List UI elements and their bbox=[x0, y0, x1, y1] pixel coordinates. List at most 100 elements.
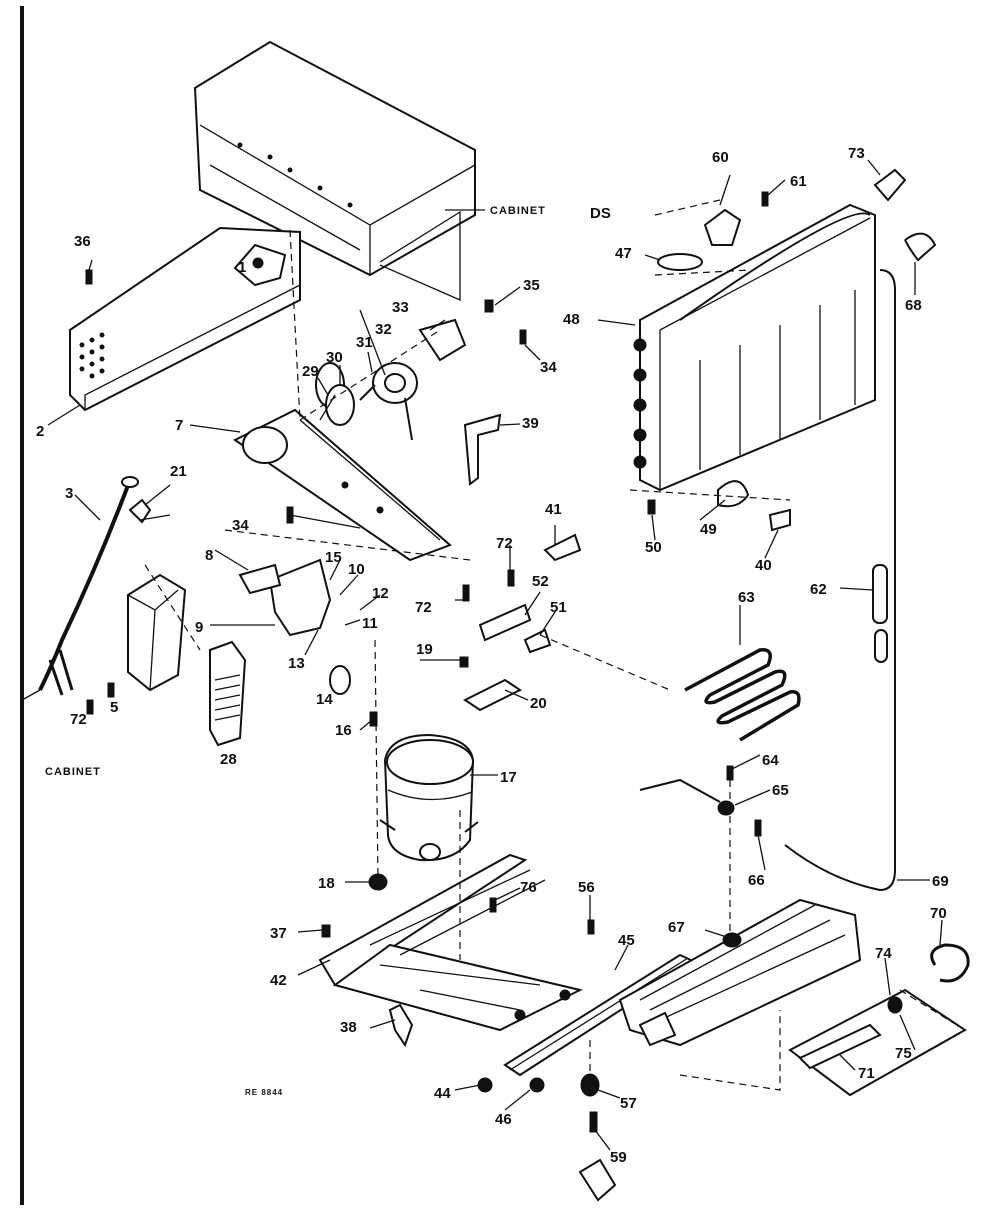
part-73 bbox=[873, 168, 907, 202]
explode-lines bbox=[144, 199, 966, 1091]
callout-34b: 34 bbox=[540, 359, 557, 376]
callout-48: 48 bbox=[563, 311, 580, 328]
callout-8: 8 bbox=[205, 547, 213, 564]
callout-68: 68 bbox=[905, 297, 922, 314]
callout-5: 5 bbox=[110, 699, 118, 716]
part-41 bbox=[543, 533, 582, 562]
callout-17: 17 bbox=[500, 769, 517, 786]
callout-63: 63 bbox=[738, 589, 755, 606]
callout-49: 49 bbox=[700, 521, 717, 538]
grille-panel bbox=[69, 226, 301, 412]
wire-47 bbox=[657, 253, 703, 271]
callout-21: 21 bbox=[170, 463, 187, 480]
callout-33: 33 bbox=[392, 299, 409, 316]
callout-66: 66 bbox=[748, 872, 765, 889]
callout-18: 18 bbox=[318, 875, 335, 892]
callout-72a: 72 bbox=[70, 711, 87, 728]
tube-clip-62b bbox=[874, 629, 888, 663]
plate-71 bbox=[788, 988, 967, 1097]
callout-15: 15 bbox=[325, 549, 342, 566]
callout-72c: 72 bbox=[415, 599, 432, 616]
callout-31: 31 bbox=[356, 334, 373, 351]
callout-7: 7 bbox=[175, 417, 183, 434]
part-51 bbox=[523, 628, 552, 654]
callout-73: 73 bbox=[848, 145, 865, 162]
callout-41: 41 bbox=[545, 501, 562, 518]
fan-blade bbox=[315, 362, 355, 426]
part-49 bbox=[717, 480, 750, 508]
relay-28 bbox=[209, 640, 247, 747]
callout-64: 64 bbox=[762, 752, 779, 769]
callout-19: 19 bbox=[416, 641, 433, 658]
callout-72b: 72 bbox=[496, 535, 513, 552]
cabinet-top-label: CABINET bbox=[490, 205, 546, 217]
callout-60: 60 bbox=[712, 149, 729, 166]
callout-2: 2 bbox=[36, 423, 44, 440]
callout-36: 36 bbox=[74, 233, 91, 250]
callout-13: 13 bbox=[288, 655, 305, 672]
cabinet-bottom-label: CABINET bbox=[45, 766, 101, 778]
callout-11: 11 bbox=[362, 615, 378, 632]
drain-tube bbox=[784, 269, 896, 892]
callout-75: 75 bbox=[895, 1045, 912, 1062]
fan-motor bbox=[359, 318, 467, 441]
callout-3: 3 bbox=[65, 485, 73, 502]
callout-labels: 36 2 1 7 3 21 34 8 9 15 10 12 11 13 14 7… bbox=[36, 145, 949, 1166]
callout-32: 32 bbox=[375, 321, 392, 338]
callout-74: 74 bbox=[875, 945, 892, 962]
callout-70: 70 bbox=[930, 905, 947, 922]
part-68 bbox=[904, 232, 937, 262]
callout-57: 57 bbox=[620, 1095, 637, 1112]
part-40 bbox=[768, 508, 791, 532]
callout-9: 9 bbox=[195, 619, 203, 636]
callout-12: 12 bbox=[372, 585, 389, 602]
defrost-heater bbox=[684, 648, 801, 742]
fan-bracket bbox=[233, 408, 452, 562]
leader-lines bbox=[21, 159, 943, 1151]
cabinet-bottom-bracket bbox=[127, 573, 187, 692]
callout-67: 67 bbox=[668, 919, 685, 936]
callout-65: 65 bbox=[772, 782, 789, 799]
tube-clip-62a bbox=[872, 564, 888, 624]
callout-71: 71 bbox=[858, 1065, 875, 1082]
callout-62: 62 bbox=[810, 581, 827, 598]
callout-45: 45 bbox=[618, 932, 635, 949]
callout-44: 44 bbox=[434, 1085, 451, 1102]
cabinet-top-box bbox=[193, 40, 476, 301]
callout-37: 37 bbox=[270, 925, 287, 942]
callout-61: 61 bbox=[790, 173, 807, 190]
bracket-52 bbox=[478, 603, 532, 642]
callout-46: 46 bbox=[495, 1111, 512, 1128]
compressor bbox=[379, 733, 479, 862]
evaporator bbox=[633, 203, 876, 492]
callout-59: 59 bbox=[610, 1149, 627, 1166]
callout-42: 42 bbox=[270, 972, 287, 989]
callout-14: 14 bbox=[316, 691, 333, 708]
base-frame bbox=[318, 853, 583, 1032]
callout-38: 38 bbox=[340, 1019, 357, 1036]
callout-10: 10 bbox=[348, 561, 365, 578]
callout-29: 29 bbox=[302, 363, 319, 380]
callout-28: 28 bbox=[220, 751, 237, 768]
callout-47: 47 bbox=[615, 245, 632, 262]
drawing-id: RE 8844 bbox=[245, 1088, 283, 1097]
callout-56: 56 bbox=[578, 879, 595, 896]
callout-39: 39 bbox=[522, 415, 539, 432]
callout-52: 52 bbox=[532, 573, 549, 590]
part-38 bbox=[388, 1003, 414, 1048]
callout-16: 16 bbox=[335, 722, 352, 739]
part-21 bbox=[128, 498, 152, 524]
callout-1: 1 bbox=[238, 259, 246, 276]
cord-3 bbox=[38, 479, 132, 691]
callout-40: 40 bbox=[755, 557, 772, 574]
callout-50: 50 bbox=[645, 539, 662, 556]
callout-30: 30 bbox=[326, 349, 343, 366]
clip-70 bbox=[930, 943, 970, 983]
callout-69: 69 bbox=[932, 873, 949, 890]
thermostat-60 bbox=[703, 208, 742, 246]
ds-label: DS bbox=[590, 205, 611, 222]
part-bottom bbox=[578, 1158, 617, 1202]
callout-35: 35 bbox=[523, 277, 540, 294]
callout-51: 51 bbox=[550, 599, 567, 616]
